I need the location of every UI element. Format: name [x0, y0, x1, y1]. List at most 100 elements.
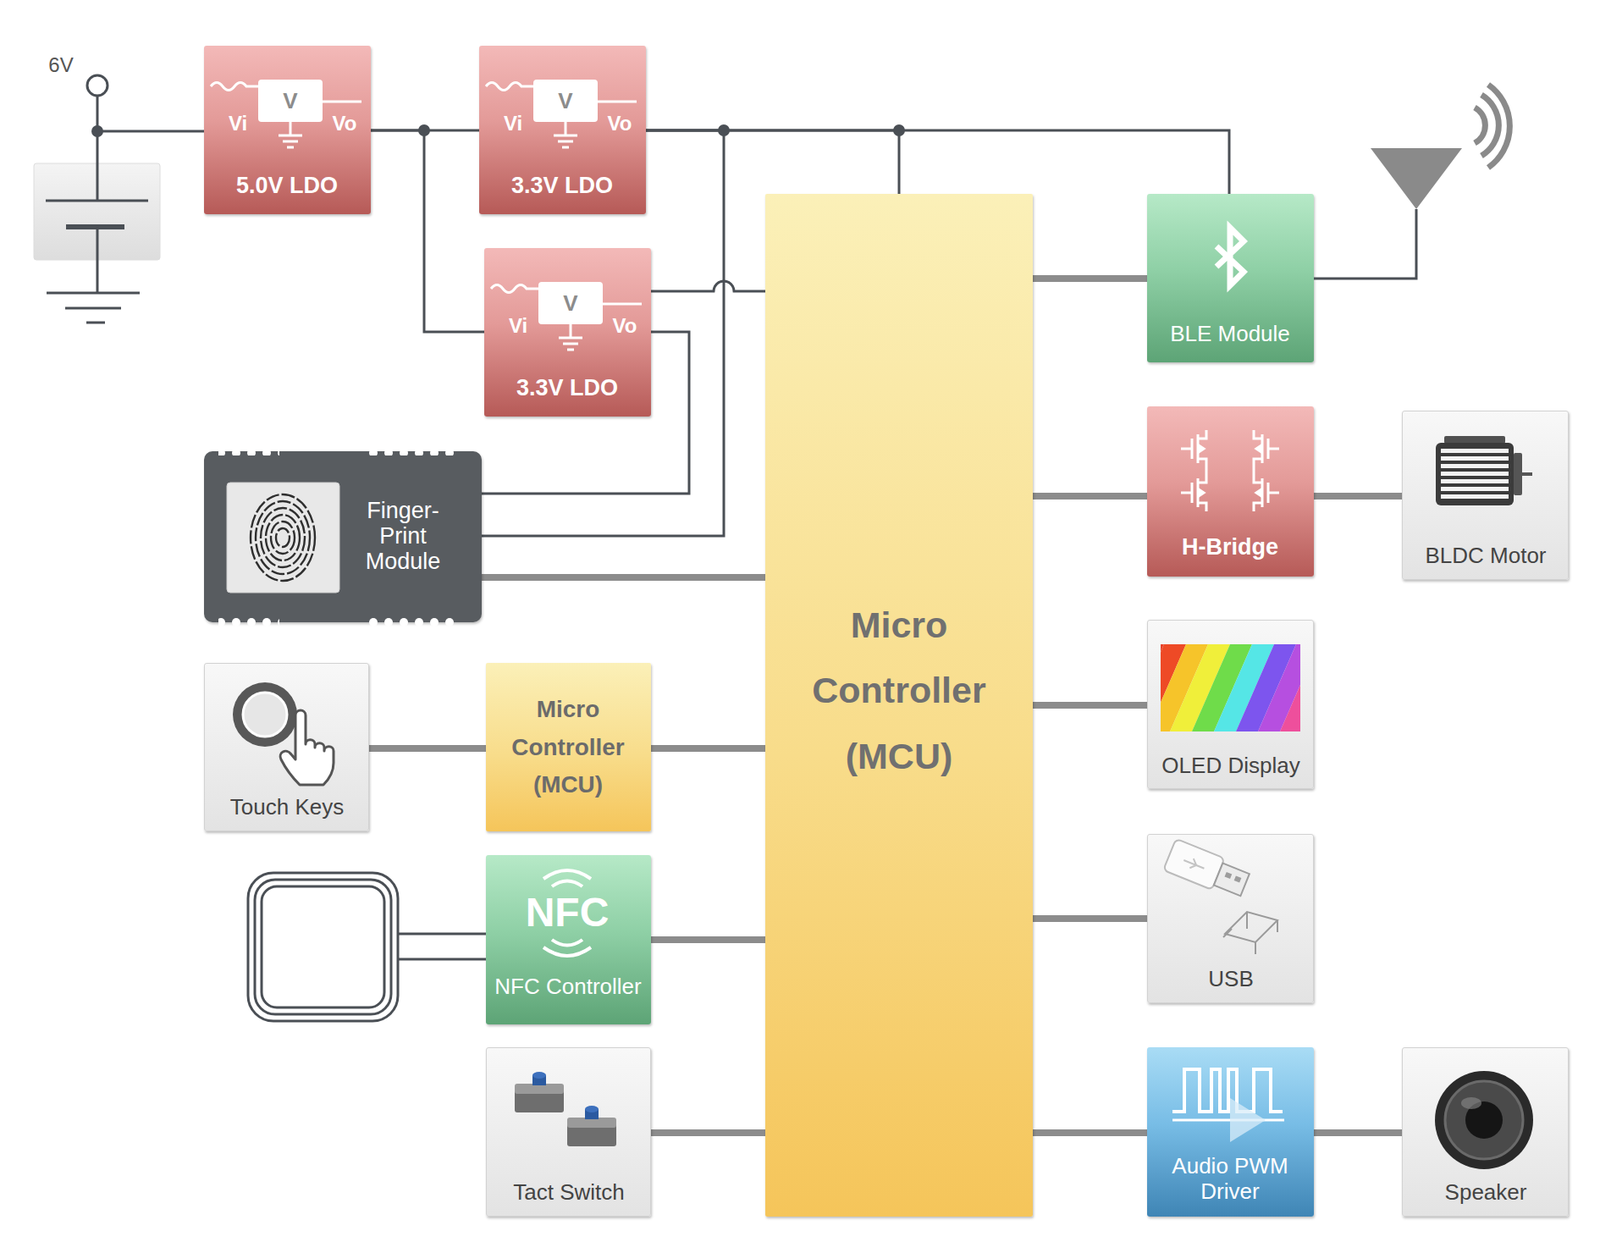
node-text: V [557, 88, 573, 115]
ldo-regulator: V Vi Vo 3.3V LDO [484, 248, 652, 417]
signal-bus [651, 936, 766, 944]
signal-bus [651, 1129, 766, 1137]
text-slot: Vi [228, 111, 248, 136]
battery-box [33, 163, 160, 260]
node-text: Micro Controller (MCU) [488, 690, 648, 805]
tact-switch-symbol [567, 1105, 617, 1147]
node-text: Finger- Print Module [352, 497, 454, 575]
ldo-regulator: V Vi Vo 3.3V LDO [479, 45, 646, 215]
node-text: Touch Keys [230, 794, 344, 821]
ground-wire [96, 226, 100, 293]
node-text: 3.3V LDO [511, 172, 613, 199]
module-notches [218, 617, 280, 627]
module-notches [365, 617, 458, 627]
touch-keys: Touch Keys [204, 662, 370, 832]
signal-bus [1032, 915, 1148, 922]
bluetooth-symbol [1216, 227, 1244, 286]
text-slot: USB [1208, 966, 1253, 993]
node-text: Vo [612, 314, 638, 338]
nfc-controller: NFC NFC Controller [485, 855, 652, 1025]
supply-wire [97, 130, 205, 133]
ldo-symbol [485, 79, 637, 148]
signal-bus [1032, 275, 1148, 282]
audio-pwm-driver: Audio PWM Driver [1147, 1047, 1314, 1217]
node-text: NFC Controller [494, 974, 641, 1000]
node-text: V [282, 88, 298, 115]
node-text: Vi [228, 111, 248, 136]
mcu-small: Micro Controller (MCU) [485, 662, 652, 832]
ground-symbol [86, 321, 105, 325]
signal-bus [1032, 492, 1148, 500]
signal-bus [1032, 1129, 1148, 1137]
text-slot: Touch Keys [230, 794, 344, 821]
signal-bus [1032, 701, 1148, 709]
h-bridge-symbol [1180, 430, 1280, 512]
text-slot: 3.3V LDO [516, 375, 618, 402]
module-notches [218, 446, 280, 456]
text-slot: V [557, 88, 573, 115]
motor-symbol [1435, 435, 1533, 506]
text-slot: Finger- Print Module [352, 497, 454, 575]
node-text: Tact Switch [513, 1180, 625, 1206]
text-slot: OLED Display [1161, 753, 1300, 779]
signal-bus [1313, 1129, 1402, 1137]
text-slot: Micro Controller (MCU) [784, 592, 1014, 789]
text-slot: Vi [503, 111, 523, 136]
text-slot: Vo [612, 314, 638, 338]
text-slot: V [282, 88, 298, 115]
mcu-main: Micro Controller (MCU) [765, 193, 1033, 1217]
ground-symbol [46, 292, 140, 295]
text-slot: BLE Module [1169, 321, 1291, 348]
node-text: OLED Display [1161, 753, 1300, 779]
text-slot: Vo [332, 111, 358, 136]
node-text: BLE Module [1169, 321, 1291, 348]
node-text: Vo [607, 111, 633, 136]
touch-key-symbol [232, 682, 334, 785]
node-text: V [562, 291, 578, 317]
antenna-wire [1313, 209, 1417, 279]
node-text: Speaker [1445, 1180, 1528, 1206]
signal-bus [1313, 492, 1402, 500]
nfc-coil [248, 872, 486, 1021]
text-slot: Vo [607, 111, 633, 136]
text-slot: NFC [525, 888, 610, 936]
supply-wire [96, 95, 100, 201]
supply-terminal [87, 75, 108, 96]
fingerprint-window [226, 482, 340, 593]
signal-bus [651, 744, 766, 752]
tact-switch: Tact Switch [485, 1047, 652, 1217]
text-slot: V [562, 291, 578, 317]
power-wire [645, 130, 1230, 194]
text-slot: H-Bridge [1181, 534, 1279, 561]
ground-symbol [65, 307, 122, 310]
fingerprint-image [250, 494, 315, 581]
node-text: NFC [525, 888, 610, 936]
pwm-amplifier-symbol [1172, 1069, 1285, 1143]
ble-module: BLE Module [1147, 193, 1314, 363]
node-text: Audio PWM Driver [1152, 1153, 1309, 1205]
battery-plate [45, 199, 149, 203]
node-text: Vi [508, 314, 528, 338]
junction-dot [418, 124, 431, 137]
text-slot: Audio PWM Driver [1152, 1153, 1309, 1205]
fingerprint-module: Finger- Print Module [204, 451, 482, 623]
usb-port: USB [1147, 833, 1314, 1004]
battery-plate [66, 224, 125, 230]
text-slot: Tact Switch [513, 1180, 625, 1206]
text-slot: Vi [508, 314, 528, 338]
display-screen [1160, 644, 1301, 732]
ldo-symbol [491, 281, 642, 350]
nfc-waves [543, 870, 591, 956]
speaker: Speaker [1401, 1047, 1569, 1217]
usb-plug-symbol [1163, 838, 1278, 955]
node-text: 3.3V LDO [516, 375, 618, 402]
text-slot: Speaker [1445, 1180, 1528, 1206]
node-text: 5.0V LDO [236, 172, 338, 199]
power-wire [651, 281, 766, 292]
tact-switch-symbol [514, 1071, 564, 1113]
bldc-motor: BLDC Motor [1401, 410, 1569, 580]
module-notches [365, 446, 458, 456]
node-text: Vi [503, 111, 523, 136]
oled-display: OLED Display [1147, 619, 1314, 789]
text-slot: NFC Controller [494, 974, 641, 1000]
